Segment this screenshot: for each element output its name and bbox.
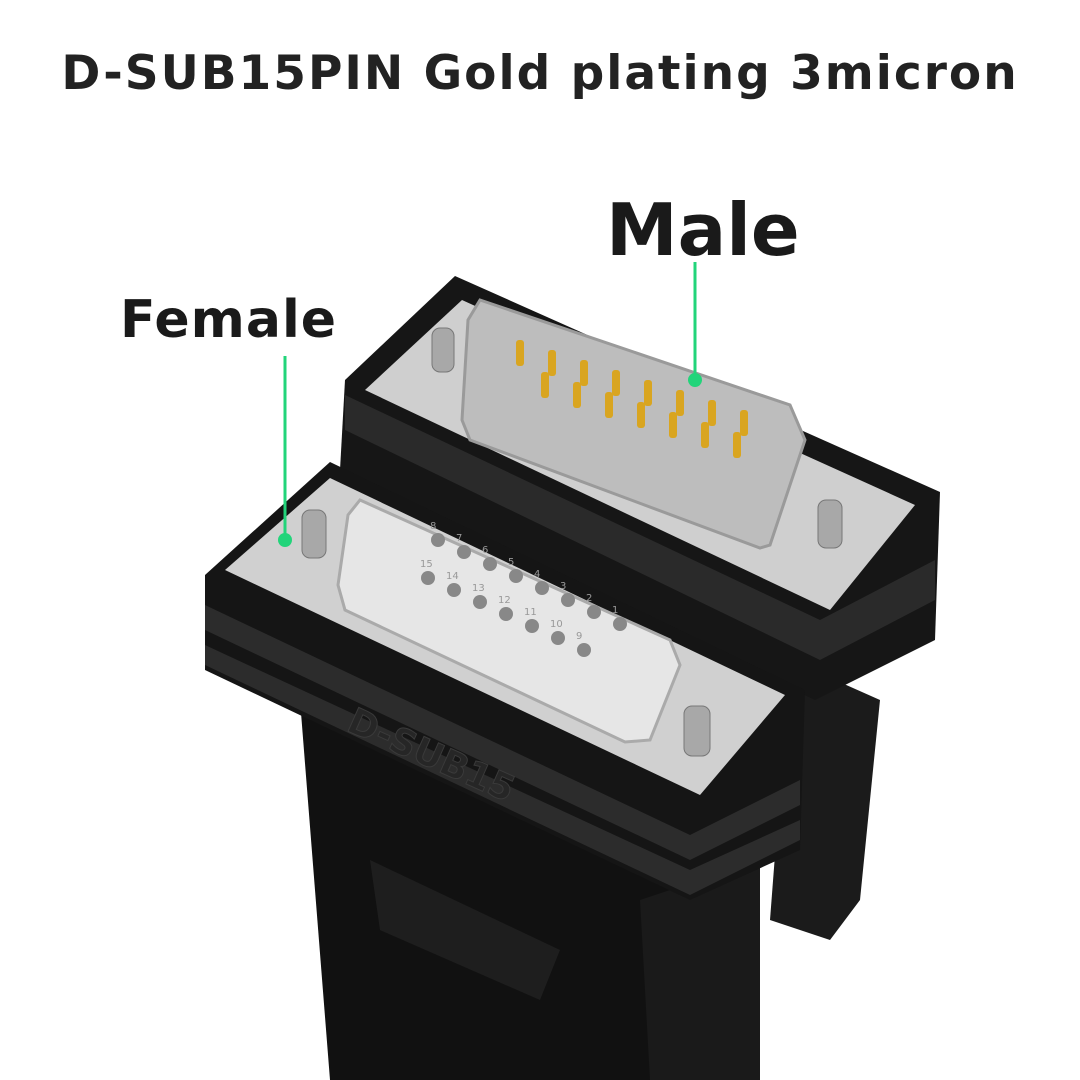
gold-pin	[541, 372, 549, 398]
socket-hole	[577, 643, 591, 657]
gold-pin	[612, 370, 620, 396]
female-callout-dot	[278, 533, 292, 547]
pin-number: 8	[430, 521, 436, 532]
socket-hole	[473, 595, 487, 609]
socket-hole	[457, 545, 471, 559]
gold-pin	[573, 382, 581, 408]
gold-pin	[676, 390, 684, 416]
socket-hole	[447, 583, 461, 597]
headline: D-SUB15PIN Gold plating 3micron	[61, 46, 1019, 101]
pin-number: 3	[560, 581, 566, 592]
socket-hole	[613, 617, 627, 631]
socket-hole	[561, 593, 575, 607]
female-d-face	[336, 498, 682, 744]
pin-number: 2	[586, 593, 592, 604]
female-label: Female	[120, 290, 338, 350]
gold-pin	[605, 392, 613, 418]
socket-hole	[551, 631, 565, 645]
grip-texture	[370, 860, 560, 1000]
gold-pin	[637, 402, 645, 428]
pin-number: 10	[550, 619, 563, 630]
pin-number: 11	[524, 607, 537, 618]
screw-icon	[301, 509, 327, 559]
gold-pin	[733, 432, 741, 458]
pin-number: 13	[472, 583, 485, 594]
gold-pin	[708, 400, 716, 426]
screw-icon	[431, 327, 455, 373]
socket-hole	[535, 581, 549, 595]
pin-number: 6	[482, 545, 488, 556]
pin-number: 4	[534, 569, 540, 580]
gold-pin	[644, 380, 652, 406]
socket-hole	[499, 607, 513, 621]
pin-number: 7	[456, 533, 462, 544]
female-sockets: 8 7 6 5 4 3 2 1 15 14 13 12 11 10 9	[420, 521, 627, 657]
pin-number: 9	[576, 631, 582, 642]
gold-pin	[580, 360, 588, 386]
male-pins	[516, 340, 748, 458]
pin-number: 15	[420, 559, 433, 570]
gold-pin	[516, 340, 524, 366]
socket-hole	[421, 571, 435, 585]
gold-pin	[669, 412, 677, 438]
male-connector	[340, 276, 940, 940]
male-label: Male	[606, 188, 800, 272]
pin-number: 5	[508, 557, 514, 568]
gold-pin	[701, 422, 709, 448]
socket-hole	[431, 533, 445, 547]
screw-icon	[683, 705, 711, 757]
socket-hole	[525, 619, 539, 633]
gold-pin	[548, 350, 556, 376]
pin-number: 12	[498, 595, 511, 606]
pin-number: 1	[612, 605, 618, 616]
male-d-shell	[460, 298, 807, 550]
pin-number: 14	[446, 571, 459, 582]
screw-icon	[817, 499, 843, 549]
socket-hole	[509, 569, 523, 583]
gold-pin	[740, 410, 748, 436]
socket-hole	[587, 605, 601, 619]
male-callout-dot	[688, 373, 702, 387]
socket-hole	[483, 557, 497, 571]
